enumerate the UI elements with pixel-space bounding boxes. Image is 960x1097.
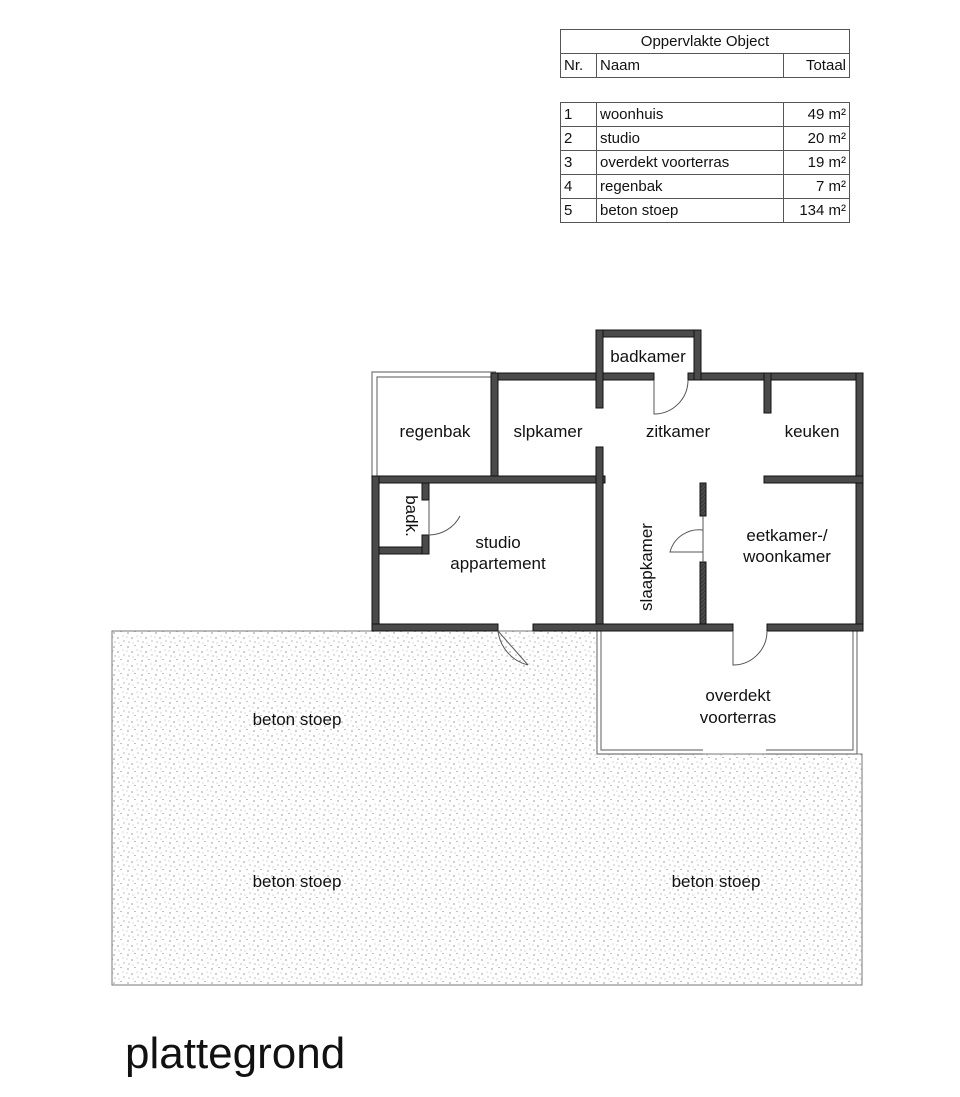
regenbak-outline [371,371,496,478]
area-table: Oppervlakte Object Nr. Naam Totaal 1 woo… [560,29,850,223]
row-total: 7 m² [783,174,850,199]
room-slpkamer: slpkamer [514,422,583,441]
row-name: studio [596,126,784,151]
floor-plan: badkamer regenbak slpkamer zitkamer keuk… [111,329,864,986]
room-keuken: keuken [785,422,840,441]
row-total: 49 m² [783,102,850,127]
header-total: Totaal [783,53,850,78]
row-total: 19 m² [783,150,850,175]
room-studio-line1: studio [475,533,520,552]
row-name: overdekt voorterras [596,150,784,175]
table-caption-row: Oppervlakte Object [560,29,850,54]
table-caption: Oppervlakte Object [560,29,850,54]
room-eetkamer-line2: woonkamer [742,547,831,566]
header-nr: Nr. [560,53,597,78]
row-nr: 1 [560,102,597,127]
room-zitkamer: zitkamer [646,422,711,441]
area-stoep-3: beton stoep [672,872,761,891]
walls [371,329,864,632]
room-eetkamer-line1: eetkamer-/ [746,526,828,545]
table-row: 3 overdekt voorterras 19 m² [560,150,850,175]
row-nr: 5 [560,198,597,223]
table-row: 5 beton stoep 134 m² [560,198,850,223]
table-row: 2 studio 20 m² [560,126,850,151]
row-nr: 3 [560,150,597,175]
room-regenbak: regenbak [400,422,471,441]
door-swings [428,379,768,666]
row-name: woonhuis [596,102,784,127]
table-row: 4 regenbak 7 m² [560,174,850,199]
area-stoep-2: beton stoep [253,872,342,891]
area-stoep-1: beton stoep [253,710,342,729]
terrace-outline [596,631,858,755]
room-badkamer: badkamer [610,347,686,366]
room-slaapkamer: slaapkamer [637,523,656,611]
room-terras-line2: voorterras [700,708,777,727]
table-row: 1 woonhuis 49 m² [560,102,850,127]
row-name: beton stoep [596,198,784,223]
room-terras-line1: overdekt [705,686,770,705]
row-total: 134 m² [783,198,850,223]
room-badk: badk. [402,495,421,537]
concrete-area [111,630,863,986]
room-studio-line2: appartement [450,554,546,573]
row-nr: 4 [560,174,597,199]
drawing-title: plattegrond [125,1029,346,1078]
